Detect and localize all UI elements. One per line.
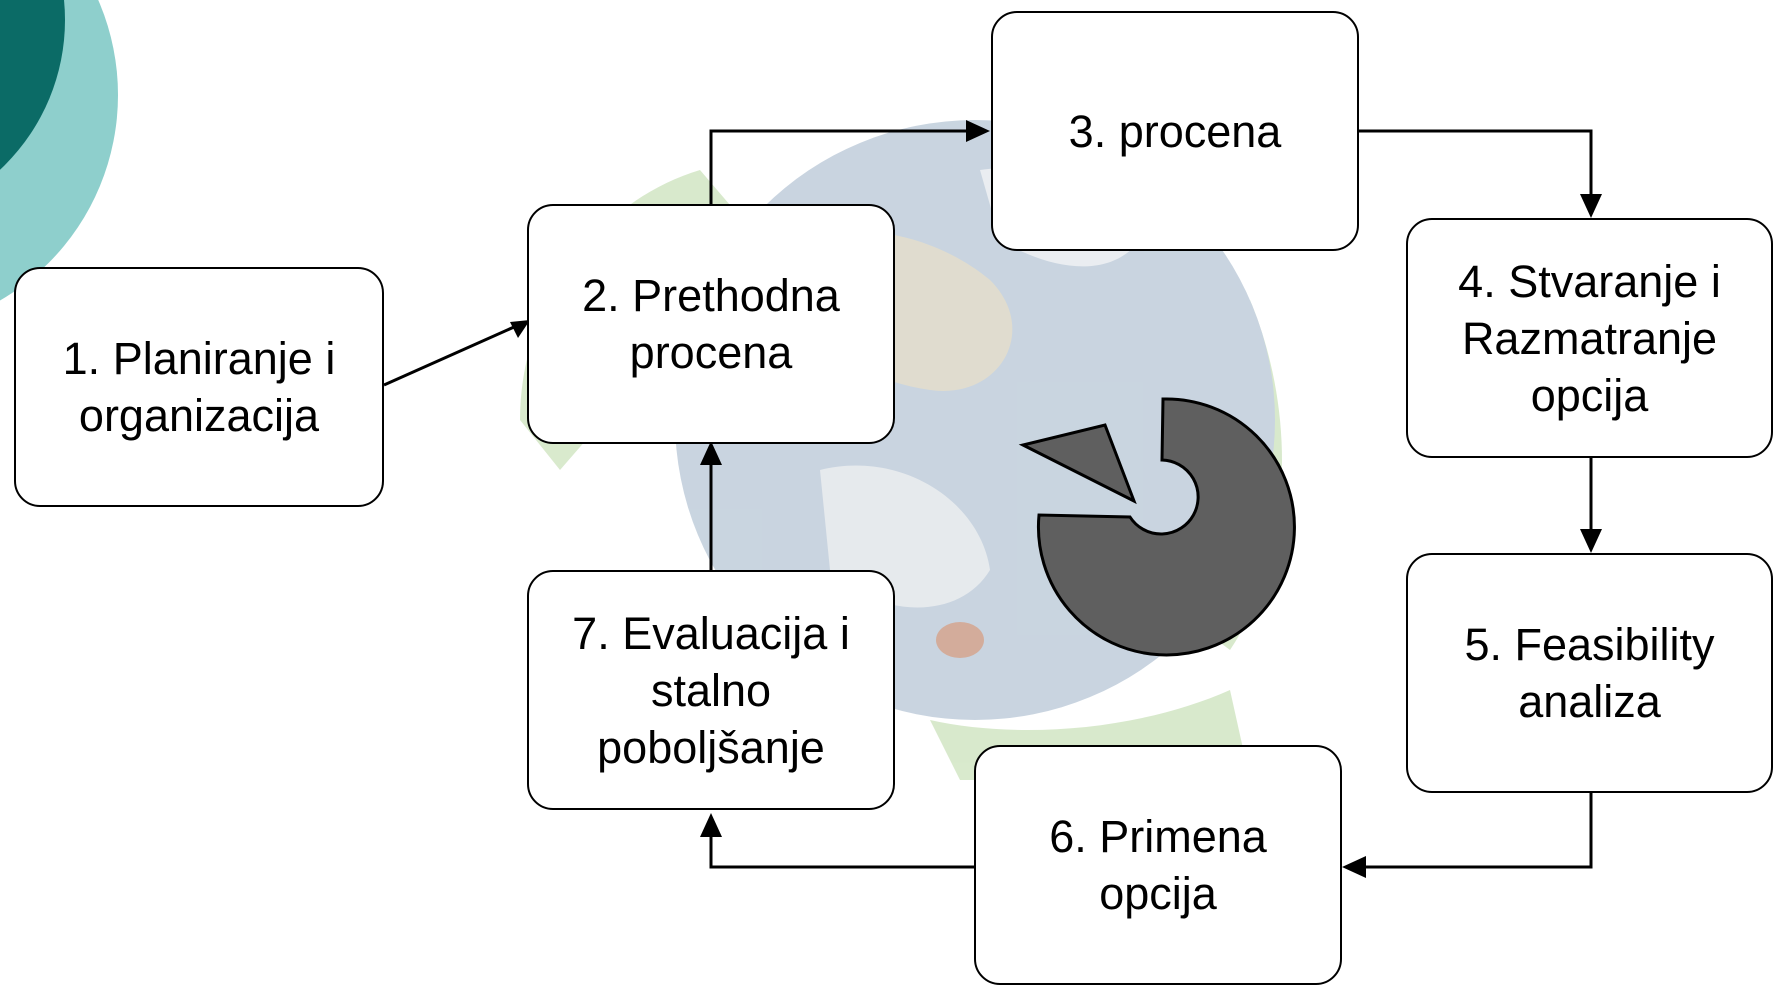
step-label-7: 7. Evaluacija i stalno poboljšanje: [572, 607, 850, 773]
step-box-1[interactable]: 1. Planiranje i organizacija: [14, 267, 384, 507]
step-box-3[interactable]: 3. procena: [991, 11, 1359, 251]
corner-decoration: [0, 0, 118, 301]
arrow-1-to-2: [383, 321, 524, 387]
step-label-6: 6. Primena opcija: [1049, 811, 1267, 919]
step-box-5[interactable]: 5. Feasibility analiza: [1406, 553, 1773, 793]
arrow-6-to-7: [709, 836, 974, 869]
cycle-arrow-icon: [1018, 397, 1296, 657]
step-label-5: 5. Feasibility analiza: [1464, 619, 1715, 727]
step-label-4: 4. Stvaranje i Razmatranje opcija: [1458, 255, 1721, 421]
step-box-2[interactable]: 2. Prethodna procena: [527, 204, 895, 444]
arrow-5-to-6: [1364, 793, 1593, 869]
step-label-3: 3. procena: [1068, 105, 1282, 157]
step-label-1: 1. Planiranje i organizacija: [62, 333, 336, 441]
arrow-3-to-4: [1359, 129, 1593, 196]
step-box-7[interactable]: 7. Evaluacija i stalno poboljšanje: [527, 570, 895, 810]
step-label-2: 2. Prethodna procena: [582, 270, 840, 378]
arrow-2-to-3: [709, 129, 968, 204]
step-box-6[interactable]: 6. Primena opcija: [974, 745, 1342, 985]
step-box-4[interactable]: 4. Stvaranje i Razmatranje opcija: [1406, 218, 1773, 458]
